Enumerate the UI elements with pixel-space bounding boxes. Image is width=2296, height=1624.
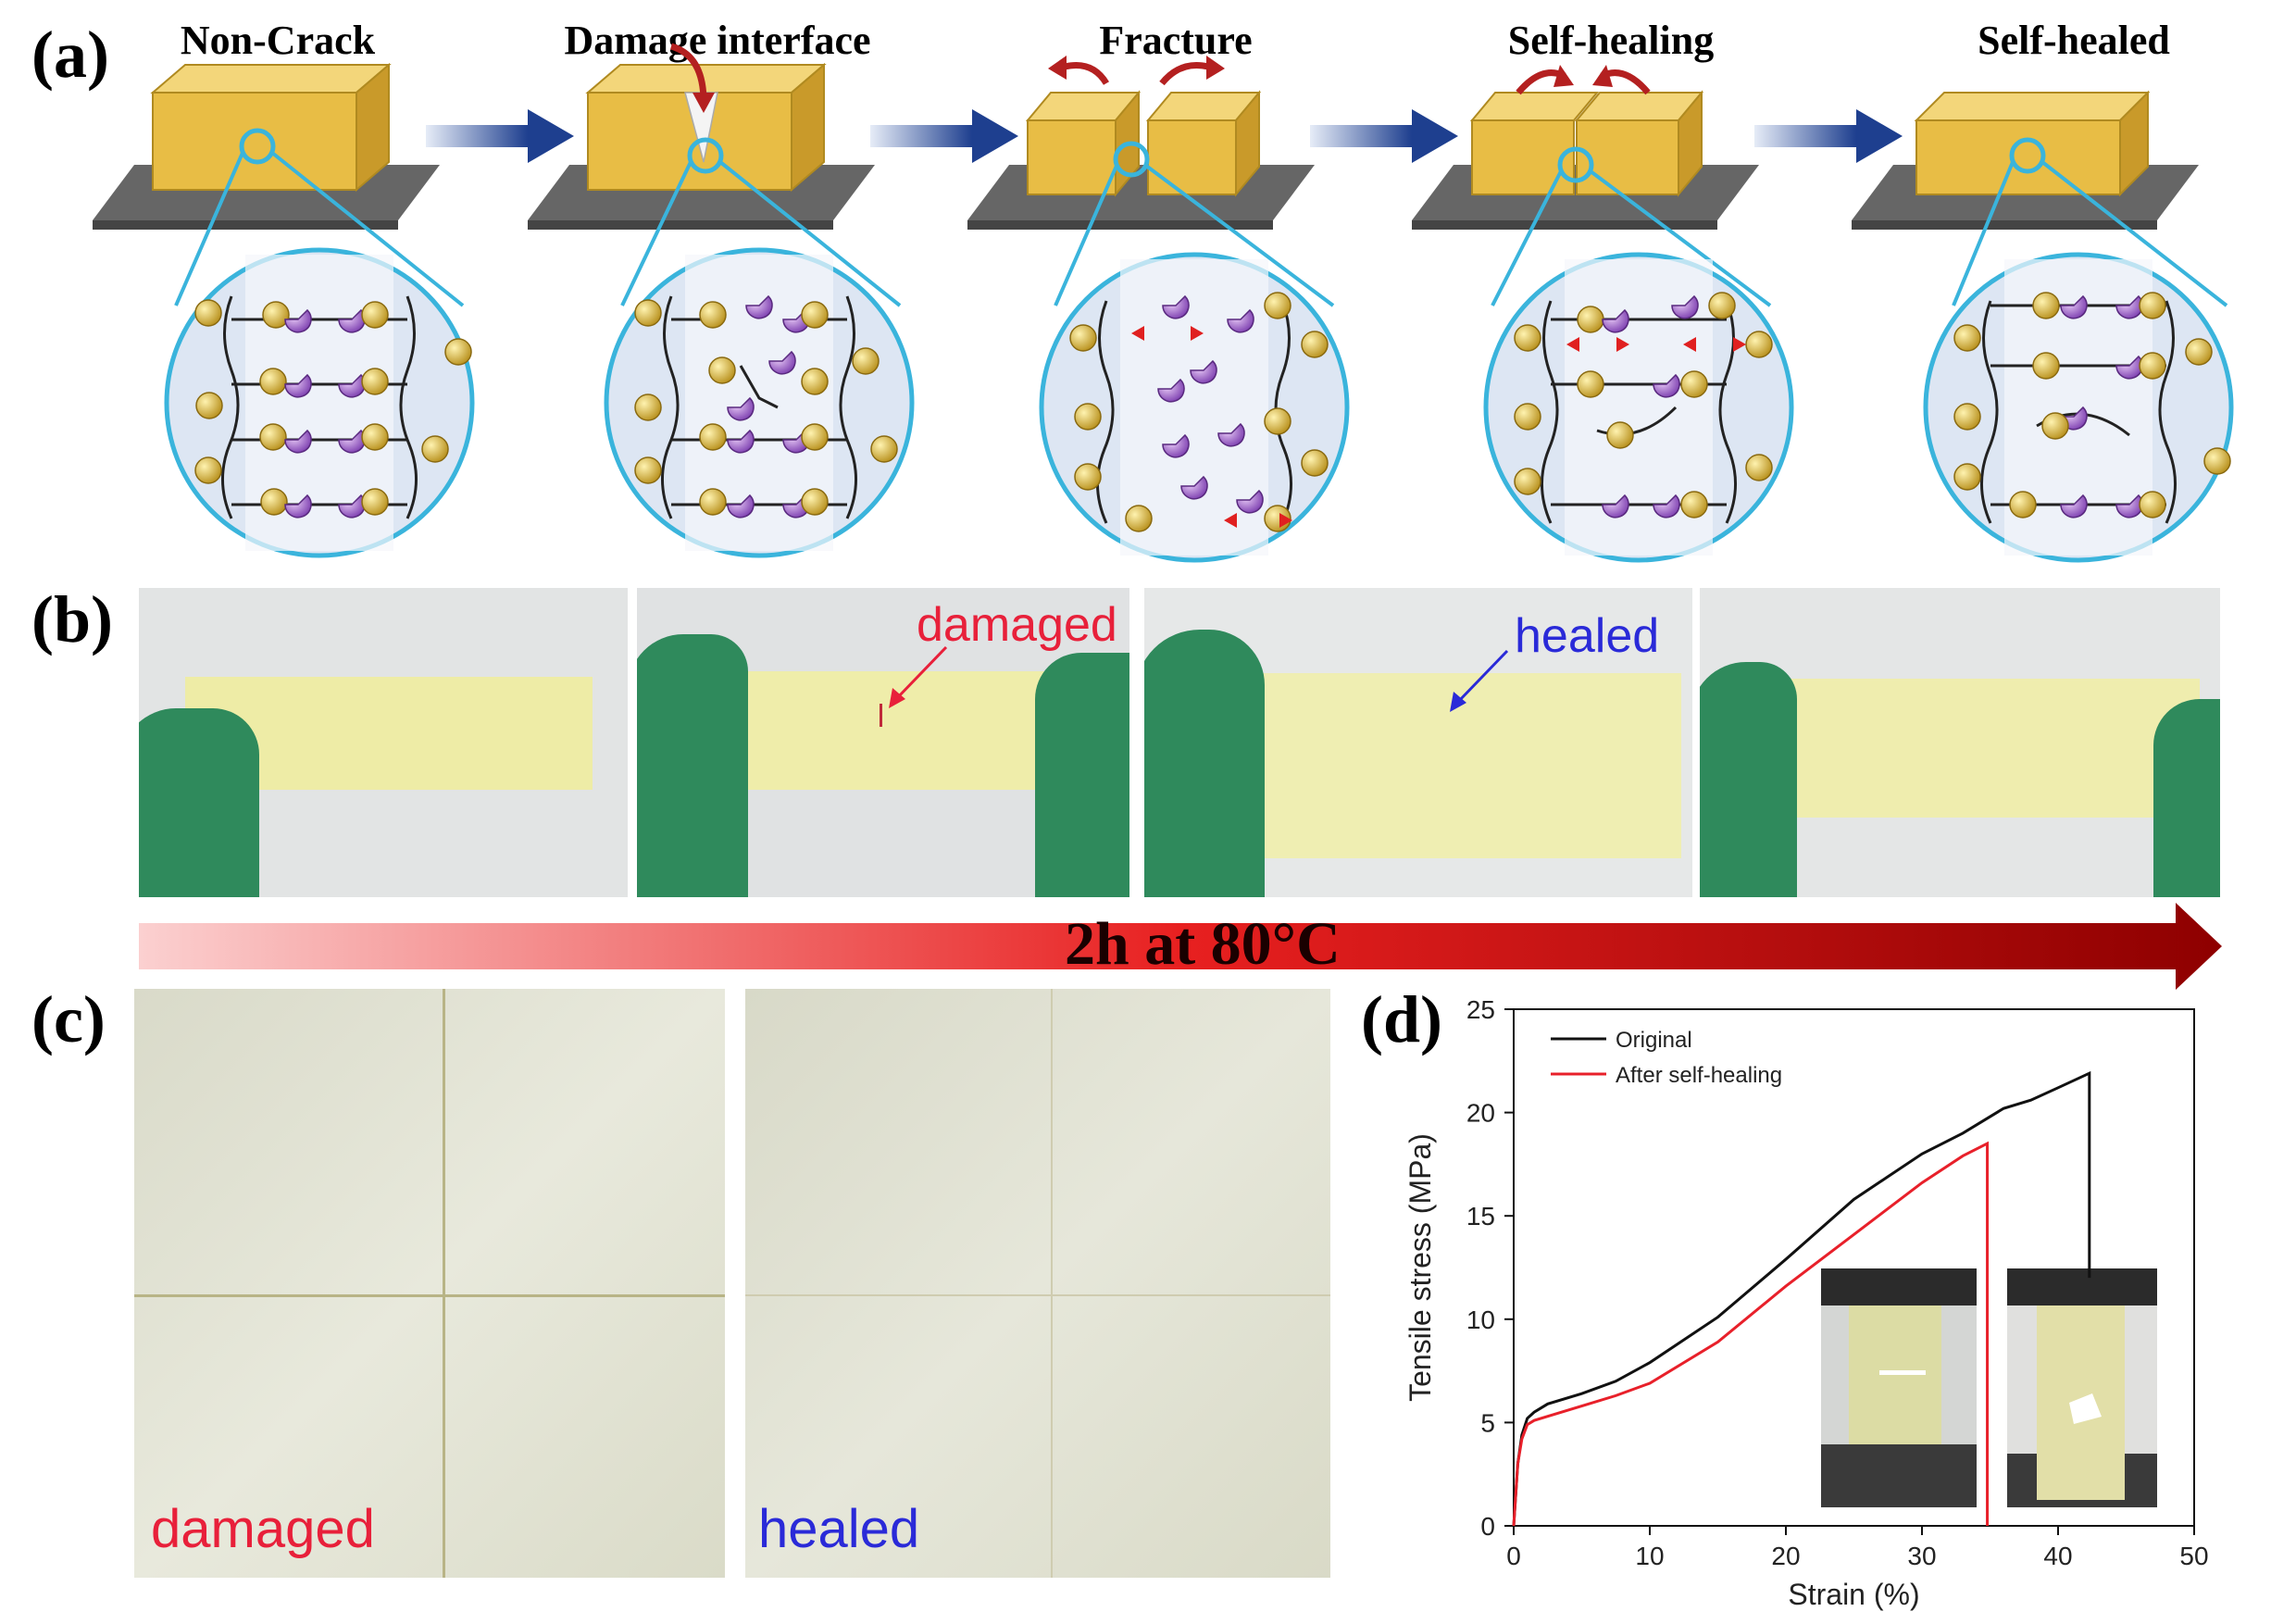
glove-left [1144,630,1265,897]
stage-title-non-crack: Non-Crack [180,18,376,63]
healed-micrograph-label: healed [758,1499,920,1559]
y-tick-label: 20 [1466,1099,1495,1128]
healed-line-vertical [1051,989,1053,1578]
glove-right [2153,699,2220,897]
x-tick-label: 40 [2043,1542,2072,1570]
y-tick-label: 5 [1480,1408,1495,1437]
series-line-after-self-healing [1512,1141,1990,1527]
photo-original-film [139,588,628,897]
stage-title-damage-interface: Damage interface [564,18,871,63]
healed-photo-label: healed [1515,609,1660,663]
photo-healed-film-stretched [1700,588,2220,897]
panel-label-a: (a) [31,18,109,92]
stage1-block [93,62,465,307]
healed-line-horizontal [745,1294,1330,1296]
legend-label: Original [1616,1028,1692,1053]
network-circle-3 [1039,252,1350,563]
heating-condition-label: 2h at 80°C [1065,910,1341,978]
photo-damaged-film: damaged [637,588,1129,897]
process-arrow-3 [1310,109,1458,163]
process-arrow-4 [1754,109,1903,163]
chart-series [1512,1070,2091,1527]
film-strip [693,671,1100,790]
y-tick-label: 15 [1466,1202,1495,1230]
network-circle-5 [1923,252,2234,563]
process-arrow-2 [870,109,1018,163]
damage-scratch [880,704,882,727]
damaged-photo-label: damaged [917,598,1117,652]
panel-label-c: (c) [31,982,106,1056]
x-tick-label: 50 [2179,1542,2208,1570]
x-axis-label: Strain (%) [1788,1578,1919,1611]
crack-vertical [443,989,445,1578]
process-arrow-1 [426,109,574,163]
film-strip [1755,679,2200,818]
inset-photo-after-healing [1821,1268,1977,1507]
network-circle-1 [164,247,475,558]
self-healing-schematic [93,43,2234,563]
y-axis-label: Tensile stress (MPa) [1404,1133,1437,1402]
micrograph-damaged: damaged [134,989,725,1578]
panel-label-b: (b) [31,582,113,656]
stage-title-self-healing: Self-healing [1507,18,1715,63]
x-tick-label: 0 [1506,1542,1521,1570]
stage3-block [967,56,1335,307]
series-line-original [1512,1070,2091,1527]
network-circle-2 [604,247,915,558]
plot-frame [1513,1008,2195,1527]
glove-left [139,708,259,897]
stage2-block [528,43,902,307]
damaged-pointer-arrow [889,645,948,708]
glove-left [1700,662,1797,897]
y-tick-label: 0 [1480,1512,1495,1541]
healed-pointer-arrow [1450,649,1509,712]
inset-photo-original [2007,1268,2157,1507]
x-tick-label: 30 [1907,1542,1936,1570]
y-tick-label: 25 [1466,995,1495,1024]
stage5-block [1852,90,2228,307]
crack-horizontal [134,1294,725,1297]
photo-healed-film: healed [1144,588,1692,897]
x-tick-label: 20 [1771,1542,1800,1570]
chart-insets [1821,1268,2157,1507]
x-tick-label: 10 [1635,1542,1664,1570]
network-circle-4 [1483,252,1794,563]
film-strip [1218,673,1681,858]
damaged-micrograph-label: damaged [151,1499,375,1559]
stage-title-self-healed: Self-healed [1978,18,2170,63]
panel-label-d: (d) [1361,982,1442,1056]
glove-right [1035,653,1129,897]
legend-label: After self-healing [1616,1063,1782,1088]
heating-arrow [139,903,2222,990]
stage4-block [1412,65,1772,307]
y-tick-label: 10 [1466,1305,1495,1334]
glove-left [637,634,748,897]
micrograph-healed: healed [745,989,1330,1578]
stage-title-fracture: Fracture [1099,18,1253,63]
